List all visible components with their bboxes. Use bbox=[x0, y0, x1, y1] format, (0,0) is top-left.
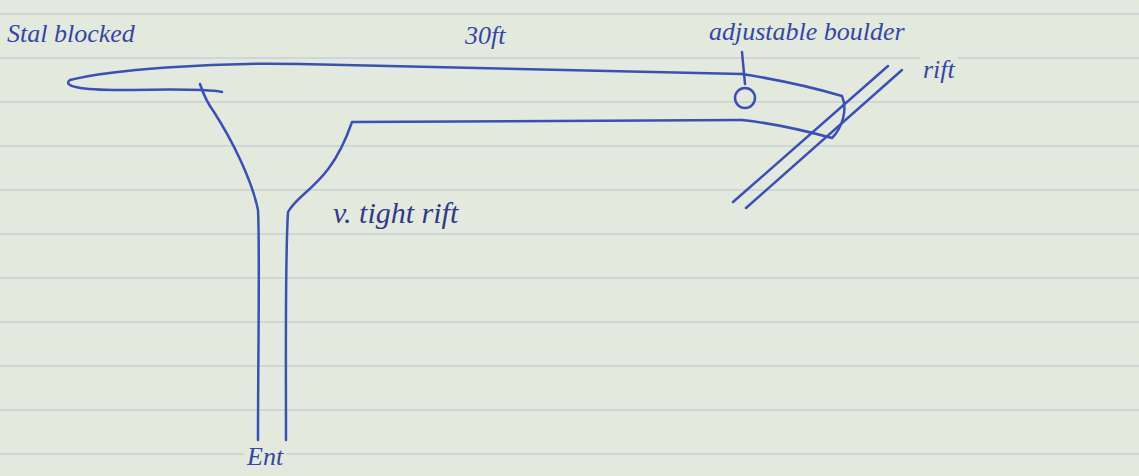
feature-note: adjustable boulder bbox=[706, 18, 908, 47]
passage-outline bbox=[68, 52, 902, 440]
passage-note: v. tight rift bbox=[330, 196, 461, 229]
place-note: Stal blocked bbox=[4, 20, 138, 49]
dimension: 30ft bbox=[462, 22, 508, 51]
entrance-label: Ent bbox=[244, 443, 286, 472]
ruled-lines bbox=[0, 14, 1139, 454]
feature-note: rift bbox=[920, 56, 958, 85]
